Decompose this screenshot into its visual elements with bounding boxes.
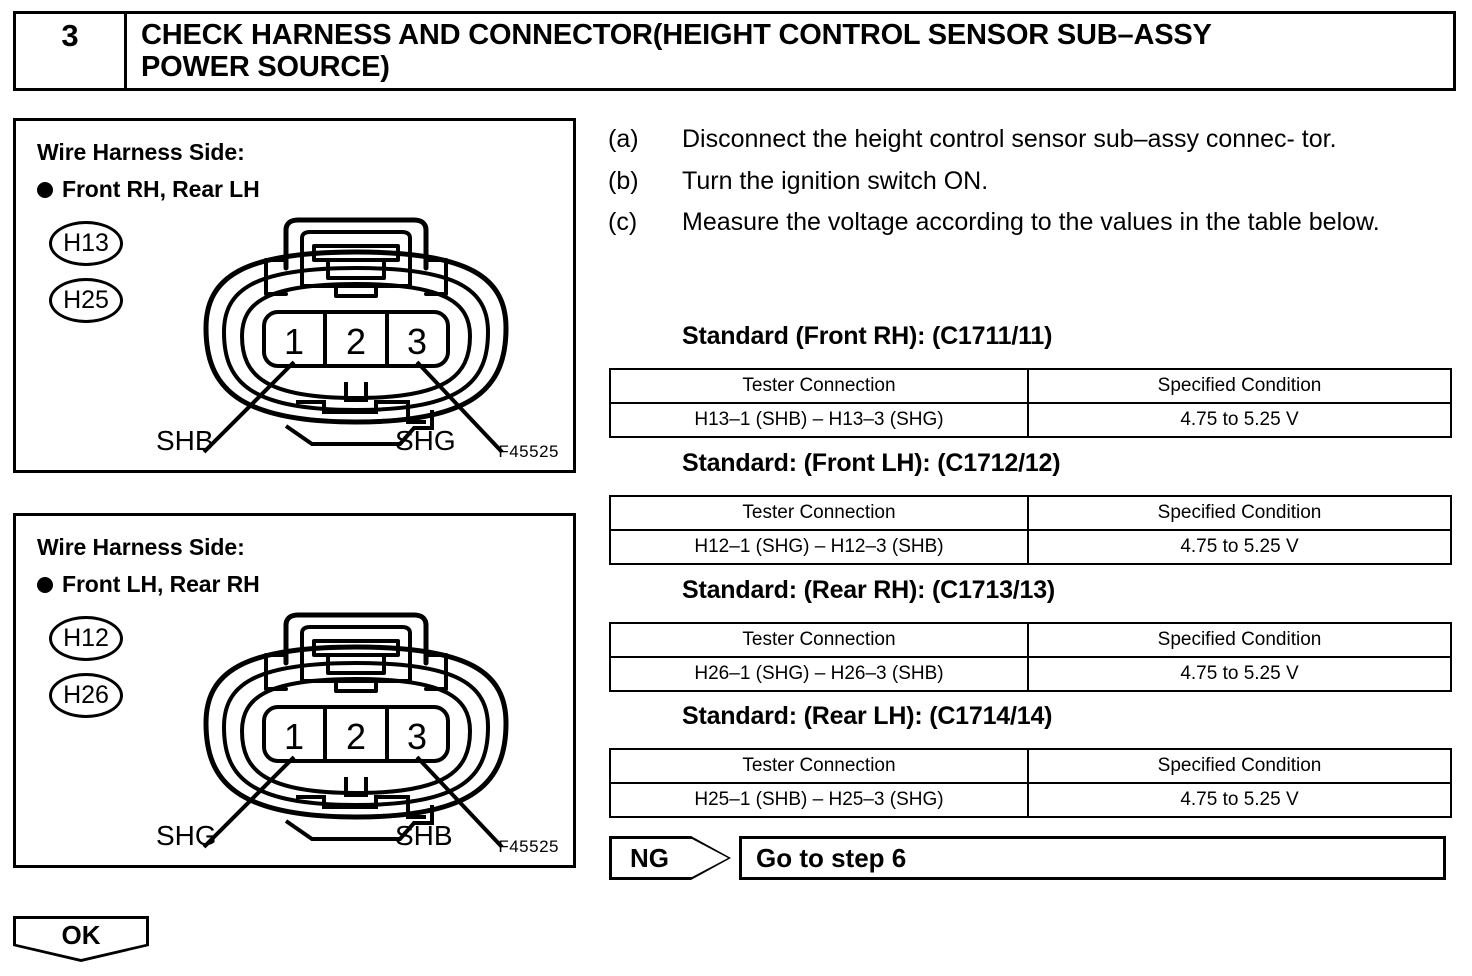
column-header-specified-condition: Specified Condition (1027, 368, 1452, 404)
table-row: H26–1 (SHG) – H26–3 (SHB) 4.75 to 5.25 V (609, 656, 1452, 692)
connector-code-badge-bottom: H25 (49, 278, 123, 323)
column-header-specified-condition: Specified Condition (1027, 748, 1452, 784)
instruction-list: (a) Disconnect the height control sensor… (608, 120, 1453, 245)
instruction-marker: (c) (608, 208, 638, 236)
standard-heading-front-rh: Standard (Front RH): (C1711/11) (682, 322, 1053, 350)
cell-specified-condition: 4.75 to 5.25 V (1027, 529, 1452, 565)
panel-heading: Wire Harness Side: (37, 534, 245, 560)
column-header-tester-connection: Tester Connection (609, 622, 1029, 658)
leader-line-right (415, 360, 504, 454)
wire-harness-panel-front-lh-rear-rh: Wire Harness Side: Front LH, Rear RH H12… (13, 513, 576, 868)
ng-action-box[interactable]: Go to step 6 (739, 836, 1446, 880)
instruction-item-b: (b) Turn the ignition switch ON. (608, 162, 1453, 202)
instruction-text: Turn the ignition switch ON. (682, 166, 989, 195)
figure-code: F45525 (498, 442, 559, 461)
connector-code-badge-bottom: H26 (49, 673, 123, 718)
instruction-item-a: (a) Disconnect the height control sensor… (608, 120, 1453, 160)
leader-line-left (202, 755, 296, 849)
figure-code: F45525 (498, 837, 559, 856)
table-header-row: Tester Connection Specified Condition (609, 495, 1452, 531)
ok-tag: OK (13, 916, 149, 962)
wire-harness-panel-front-rh-rear-lh: Wire Harness Side: Front RH, Rear LH H13… (13, 118, 576, 473)
cell-tester-connection: H26–1 (SHG) – H26–3 (SHB) (609, 656, 1029, 692)
table-row: H13–1 (SHB) – H13–3 (SHG) 4.75 to 5.25 V (609, 402, 1452, 438)
pin-number-2: 2 (346, 716, 366, 757)
instruction-item-c: (c) Measure the voltage according to the… (608, 203, 1453, 243)
panel-subheading-label: Front RH, Rear LH (62, 176, 260, 202)
connector-code-badge-top: H13 (49, 221, 123, 266)
spec-table-front-lh: Tester Connection Specified Condition H1… (609, 495, 1452, 565)
step-title-cell: CHECK HARNESS AND CONNECTOR(HEIGHT CONTR… (127, 14, 1453, 88)
leader-line-left (202, 360, 296, 454)
table-header-row: Tester Connection Specified Condition (609, 748, 1452, 784)
spec-table-front-rh: Tester Connection Specified Condition H1… (609, 368, 1452, 438)
instruction-marker: (a) (608, 125, 639, 153)
pin-number-3: 3 (407, 321, 427, 362)
cell-tester-connection: H25–1 (SHB) – H25–3 (SHG) (609, 782, 1029, 818)
ng-tag-label: NG (612, 839, 728, 877)
step-number-cell: 3 (16, 14, 127, 88)
instruction-text: Disconnect the height control sensor sub… (682, 125, 1337, 153)
spec-table-rear-rh: Tester Connection Specified Condition H2… (609, 622, 1452, 692)
ng-tag: NG (609, 836, 731, 880)
table-header-row: Tester Connection Specified Condition (609, 622, 1452, 658)
instruction-marker: (b) (608, 166, 639, 195)
table-row: H25–1 (SHB) – H25–3 (SHG) 4.75 to 5.25 V (609, 782, 1452, 818)
ok-tag-label: OK (16, 919, 146, 959)
ng-result-row: NG Go to step 6 (609, 836, 1446, 880)
pin-terminal-label-right: SHB (395, 820, 453, 851)
panel-subheading: Front LH, Rear RH (37, 571, 260, 598)
standard-heading-rear-lh: Standard: (Rear LH): (C1714/14) (682, 702, 1053, 730)
bullet-dot-icon (37, 576, 53, 593)
connector-diagram: 1 2 3 (202, 612, 509, 849)
pin-number-2: 2 (346, 321, 366, 362)
panel-subheading: Front RH, Rear LH (37, 176, 260, 203)
pin-number-1: 1 (284, 321, 304, 362)
table-row: H12–1 (SHG) – H12–3 (SHB) 4.75 to 5.25 V (609, 529, 1452, 565)
pin-terminal-label-right: SHG (395, 425, 456, 456)
cell-specified-condition: 4.75 to 5.25 V (1027, 782, 1452, 818)
cell-specified-condition: 4.75 to 5.25 V (1027, 402, 1452, 438)
cell-tester-connection: H13–1 (SHB) – H13–3 (SHG) (609, 402, 1029, 438)
standard-heading-rear-rh: Standard: (Rear RH): (C1713/13) (682, 576, 1056, 604)
panel-heading: Wire Harness Side: (37, 139, 245, 165)
step-title: CHECK HARNESS AND CONNECTOR(HEIGHT CONTR… (141, 19, 1212, 84)
pin-terminal-label-left: SHG (156, 820, 217, 851)
panel-subheading-label: Front LH, Rear RH (62, 571, 260, 597)
table-header-row: Tester Connection Specified Condition (609, 368, 1452, 404)
column-header-tester-connection: Tester Connection (609, 495, 1029, 531)
step-header: 3 CHECK HARNESS AND CONNECTOR(HEIGHT CON… (13, 11, 1456, 91)
pin-number-1: 1 (284, 716, 304, 757)
column-header-specified-condition: Specified Condition (1027, 622, 1452, 658)
column-header-tester-connection: Tester Connection (609, 368, 1029, 404)
spec-table-rear-lh: Tester Connection Specified Condition H2… (609, 748, 1452, 818)
connector-diagram: 1 2 3 (202, 217, 509, 454)
standard-heading-front-lh: Standard: (Front LH): (C1712/12) (682, 449, 1061, 477)
step-number: 3 (61, 18, 79, 53)
connector-code-badge-top: H12 (49, 616, 123, 661)
leader-line-right (415, 755, 504, 849)
bullet-dot-icon (37, 181, 53, 198)
column-header-tester-connection: Tester Connection (609, 748, 1029, 784)
instruction-text: Measure the voltage according to the val… (682, 208, 1380, 236)
column-header-specified-condition: Specified Condition (1027, 495, 1452, 531)
cell-specified-condition: 4.75 to 5.25 V (1027, 656, 1452, 692)
pin-terminal-label-left: SHB (156, 425, 214, 456)
pin-number-3: 3 (407, 716, 427, 757)
cell-tester-connection: H12–1 (SHG) – H12–3 (SHB) (609, 529, 1029, 565)
